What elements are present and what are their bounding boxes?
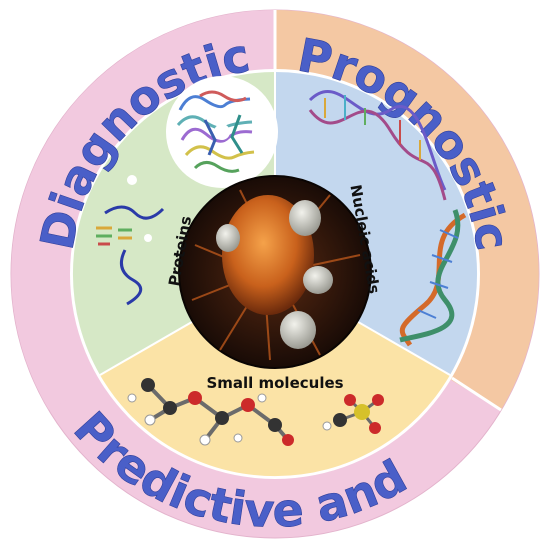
dna-helix-icon (308, 90, 447, 201)
dna-structure-icon (399, 209, 467, 347)
label-small-molecules: Small molecules (206, 374, 343, 392)
cancer-cell-icon (178, 175, 372, 369)
protein-chain-icon (96, 175, 165, 306)
protein-structure-icon (166, 76, 278, 188)
small-molecule-sulfonate-icon (322, 394, 384, 434)
ring-divider (451, 376, 502, 412)
small-molecule-chain-icon (127, 378, 294, 446)
